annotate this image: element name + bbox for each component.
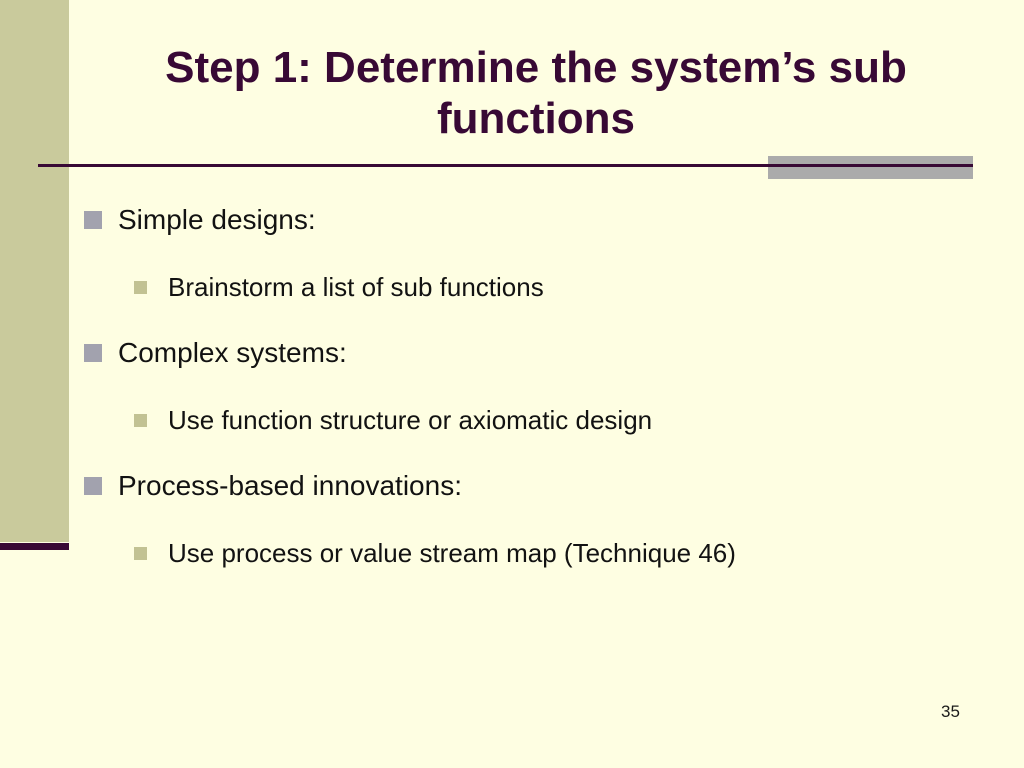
bullet-text: Process-based innovations: bbox=[118, 470, 462, 501]
square-bullet-icon bbox=[134, 546, 147, 560]
sub-bullet-item: Use function structure or axiomatic desi… bbox=[134, 400, 652, 440]
bullet-text: Use process or value stream map (Techniq… bbox=[168, 537, 736, 568]
square-bullet-icon bbox=[134, 413, 147, 427]
bullet-text: Simple designs: bbox=[118, 204, 316, 235]
title-rule-gray-accent bbox=[768, 156, 973, 179]
sidebar-bottom-accent-bar bbox=[0, 543, 69, 550]
bullet-text: Brainstorm a list of sub functions bbox=[168, 271, 544, 302]
square-bullet-icon bbox=[134, 280, 147, 294]
left-sidebar-band bbox=[0, 0, 69, 542]
square-bullet-icon bbox=[84, 211, 102, 229]
slide-title-line-2: functions bbox=[437, 94, 635, 143]
bullet-text: Use function structure or axiomatic desi… bbox=[168, 404, 653, 435]
bullet-text: Complex systems: bbox=[118, 337, 347, 368]
bullet-item: Process-based innovations: bbox=[84, 466, 462, 506]
sub-bullet-item: Brainstorm a list of sub functions bbox=[134, 267, 544, 307]
title-underline-rule bbox=[38, 164, 973, 167]
bullet-item: Simple designs: bbox=[84, 200, 316, 240]
slide-title-line-1: Step 1: Determine the system’s sub bbox=[165, 43, 907, 92]
sub-bullet-item: Use process or value stream map (Techniq… bbox=[134, 533, 736, 573]
square-bullet-icon bbox=[84, 344, 102, 362]
slide-title: Step 1: Determine the system’s sub funct… bbox=[48, 42, 1024, 144]
square-bullet-icon bbox=[84, 477, 102, 495]
page-number: 35 bbox=[941, 702, 960, 721]
bullet-item: Complex systems: bbox=[84, 333, 347, 373]
